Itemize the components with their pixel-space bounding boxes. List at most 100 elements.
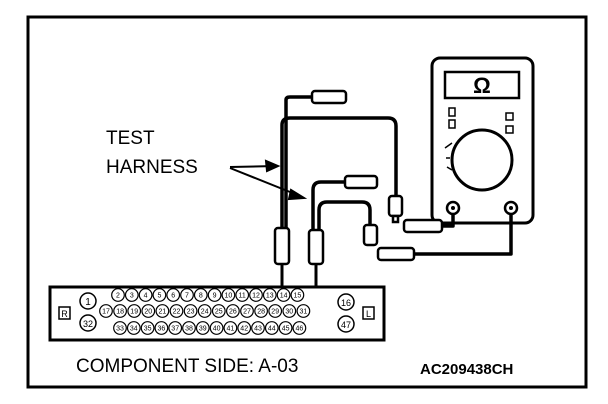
lead-4 [317,200,372,232]
pin-8 [193,288,208,302]
label-test: TEST [106,128,155,149]
figure-border [26,15,588,389]
pin-47 [337,315,355,333]
pin-10-label: 10 [225,293,233,300]
pin-30 [282,304,297,318]
pin-36-label: 36 [158,326,166,333]
meter-button-3 [505,112,514,121]
pin-17 [99,304,113,318]
pin-16-label: 16 [341,298,351,308]
meter-lead-right [414,214,513,256]
probe-tip-right [307,228,325,266]
pin-46 [292,321,307,335]
pin-32 [79,314,97,332]
pin-32-label: 32 [83,319,93,329]
pin-3-label: 3 [130,293,134,300]
pin-16 [337,293,355,311]
clip-3 [362,223,379,247]
connector-tab-left [58,306,71,320]
pin-25-label: 25 [215,309,223,316]
meter-jack-left-center [451,206,455,210]
clip-4 [376,246,416,262]
pin-13-label: 13 [266,293,274,300]
pin-28 [254,304,269,318]
pin-1 [79,292,97,310]
meter-button-1 [448,107,456,117]
dial-marks [444,142,453,171]
pin-4 [138,288,153,302]
pin-22-label: 22 [173,309,181,316]
pin-15-label: 15 [294,293,302,300]
pin-13 [262,288,277,302]
pin-19-label: 19 [130,309,138,316]
callout-arrows [229,159,308,201]
meter-jack-right-center [509,206,513,210]
pin-3 [124,288,139,302]
pin-40-label: 40 [213,326,221,333]
pin-24-label: 24 [201,309,209,316]
pin-26-label: 26 [229,309,237,316]
multimeter: Ω [430,56,535,225]
pin-6-label: 6 [171,293,175,300]
meter-button-2 [448,119,456,129]
pin-35 [140,321,155,335]
pin-20-label: 20 [144,309,152,316]
pin-33-label: 33 [116,326,124,333]
pin-38 [182,321,196,335]
pin-29-label: 29 [271,309,279,316]
meter-lead-left [443,214,455,228]
pin-12 [249,288,263,302]
pin-7 [180,288,194,302]
pin-42 [237,321,252,335]
pin-9-label: 9 [213,293,217,300]
pin-8-label: 8 [199,293,203,300]
pin-9 [207,288,222,302]
rotary-dial [450,128,514,192]
clip-2 [402,218,444,234]
pin-43 [251,321,265,335]
meter-display [443,70,521,100]
pin-46-label: 46 [296,326,304,333]
pin-24 [197,304,212,318]
pin-11 [235,288,250,302]
pin-37 [168,321,183,335]
pin-6 [166,288,181,302]
pin-4-label: 4 [144,293,148,300]
pin-21-label: 21 [159,309,167,316]
probe-plugs [310,89,444,262]
pin-28-label: 28 [257,309,265,316]
pin-44-label: 44 [268,326,276,333]
probe-tip-left [273,226,291,266]
connector-side-right: L [366,309,371,319]
label-harness: HARNESS [106,157,198,178]
pin-22 [169,304,184,318]
pin-42-label: 42 [240,326,248,333]
pin-25 [211,304,226,318]
ohm-symbol: Ω [473,73,491,98]
connector-tab-right [362,306,375,320]
lead-3 [311,180,345,232]
pin-36 [154,321,169,335]
plug-upper [310,89,348,105]
probe-tips [273,226,325,287]
plug-mid [343,174,379,190]
pin-47-label: 47 [341,320,351,330]
pin-18 [113,304,127,318]
pin-23 [183,304,198,318]
pin-30-label: 30 [285,309,293,316]
pin-11-label: 11 [239,293,246,300]
pin-21 [155,304,170,318]
pin-39 [195,321,210,335]
pin-2 [111,288,125,302]
pin-40 [209,321,224,335]
pin-19 [127,304,142,318]
pin-37-label: 37 [171,326,179,333]
pin-14-label: 14 [280,293,288,300]
pin-27 [240,304,254,318]
pin-7-label: 7 [185,293,189,300]
pin-18-label: 18 [116,309,124,316]
pin-39-label: 39 [199,326,207,333]
